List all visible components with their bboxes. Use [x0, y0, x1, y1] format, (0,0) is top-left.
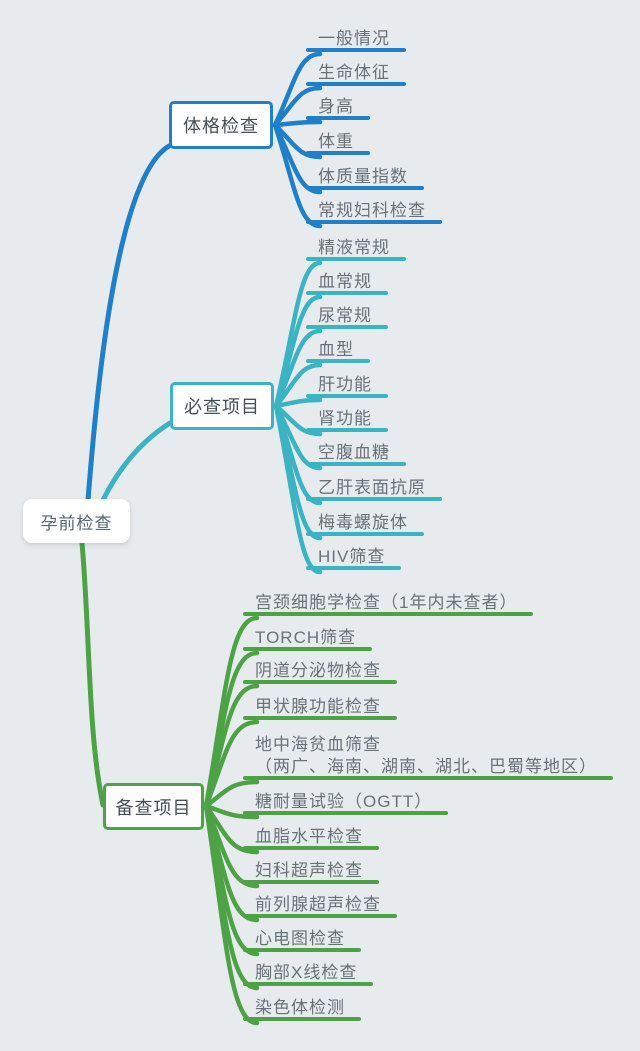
leaf-label: 胸部X线检查 [255, 963, 358, 982]
leaf-node[interactable]: 糖耐量试验（OGTT） [243, 791, 449, 815]
leaf-node[interactable]: 阴道分泌物检查 [243, 660, 397, 684]
connector-line [203, 719, 260, 809]
leaf-label: HIV筛查 [318, 547, 386, 566]
leaf-node[interactable]: 心电图检查 [243, 928, 361, 952]
connector-line [100, 420, 173, 503]
connector-line [79, 540, 106, 808]
leaf-node[interactable]: TORCH筛查 [243, 627, 373, 651]
leaf-node[interactable]: 肝功能 [306, 374, 388, 398]
leaf-label: 肾功能 [318, 409, 372, 428]
leaf-label: 阴道分泌物检查 [255, 661, 381, 680]
leaf-label: 空腹血糖 [318, 443, 390, 462]
branch-node-required-items[interactable]: 必查项目 [170, 382, 274, 430]
leaf-node[interactable]: 一般情况 [306, 28, 406, 52]
root-node-pre-pregnancy-check[interactable]: 孕前检查 [23, 499, 130, 543]
leaf-label: 妇科超声检查 [255, 861, 363, 880]
connector-line [273, 328, 323, 409]
leaf-label: 一般情况 [318, 29, 390, 48]
connector-line [273, 397, 323, 409]
leaf-label: 甲状腺功能检查 [255, 697, 381, 716]
leaf-node[interactable]: 乙肝表面抗原 [306, 477, 442, 501]
branch-node-physical-exam[interactable]: 体格检查 [169, 101, 273, 149]
leaf-node[interactable]: 体质量指数 [306, 166, 424, 190]
connector-line [273, 362, 323, 409]
connector-line [272, 122, 323, 229]
connector-line [272, 85, 323, 128]
connector-line [272, 119, 323, 128]
leaf-node[interactable]: 妇科超声检查 [243, 860, 379, 884]
leaf-node[interactable]: 体重 [306, 131, 370, 155]
leaf-label: 血型 [318, 340, 354, 359]
leaf-node[interactable]: 梅毒螺旋体 [306, 512, 424, 536]
leaf-label: 梅毒螺旋体 [318, 513, 408, 532]
connector-line [273, 294, 323, 409]
connector-line [203, 803, 260, 820]
branch-node-optional-items[interactable]: 备查项目 [103, 783, 204, 830]
leaf-label: 地中海贫血筛查 [255, 735, 381, 754]
leaf-label: 乙肝表面抗原 [318, 478, 426, 497]
leaf-node[interactable]: 血脂水平检查 [243, 826, 379, 850]
leaf-node[interactable]: 地中海贫血筛查 （两广、海南、湖南、湖北、巴蜀等地区） [243, 734, 613, 780]
leaf-label: 心电图检查 [255, 929, 345, 948]
leaf-label: 体质量指数 [318, 167, 408, 186]
leaf-label: 血常规 [318, 272, 372, 291]
connector-line [272, 51, 323, 128]
leaf-node[interactable]: 宫颈细胞学检查（1年内未查者） [243, 592, 534, 616]
leaf-label: TORCH筛查 [255, 628, 357, 647]
leaf-node[interactable]: 身高 [306, 96, 370, 120]
leaf-label: 糖耐量试验（OGTT） [255, 792, 433, 811]
connector-line [85, 143, 172, 503]
leaf-node[interactable]: 胸部X线检查 [243, 962, 374, 986]
leaf-label: 尿常规 [318, 306, 372, 325]
leaf-node[interactable]: 前列腺超声检查 [243, 894, 397, 918]
leaf-node[interactable]: 肾功能 [306, 408, 388, 432]
leaf-node[interactable]: 甲状腺功能检查 [243, 696, 397, 720]
leaf-label: 生命体征 [318, 63, 390, 82]
leaf-node[interactable]: 生命体征 [306, 62, 406, 86]
leaf-node[interactable]: 血常规 [306, 271, 388, 295]
leaf-label: 宫颈细胞学检查（1年内未查者） [255, 593, 518, 612]
leaf-node[interactable]: 精液常规 [306, 237, 406, 261]
leaf-node[interactable]: 尿常规 [306, 305, 388, 329]
connector-line [203, 683, 260, 809]
leaf-node[interactable]: 血型 [306, 339, 370, 363]
leaf-label: 前列腺超声检查 [255, 895, 381, 914]
leaf-node[interactable]: HIV筛查 [306, 546, 402, 570]
leaf-label: 身高 [318, 97, 354, 116]
leaf-label: 血脂水平检查 [255, 827, 363, 846]
leaf-label: 染色体检测 [255, 998, 345, 1017]
leaf-label: 精液常规 [318, 238, 390, 257]
leaf-node[interactable]: 染色体检测 [243, 997, 361, 1021]
leaf-label: 肝功能 [318, 375, 372, 394]
leaf-label: 常规妇科检查 [318, 201, 426, 220]
leaf-sublabel: （两广、海南、湖南、湖北、巴蜀等地区） [255, 757, 597, 776]
leaf-label: 体重 [318, 132, 354, 151]
leaf-node[interactable]: 空腹血糖 [306, 442, 406, 466]
leaf-node[interactable]: 常规妇科检查 [306, 200, 442, 224]
connector-line [203, 779, 260, 809]
